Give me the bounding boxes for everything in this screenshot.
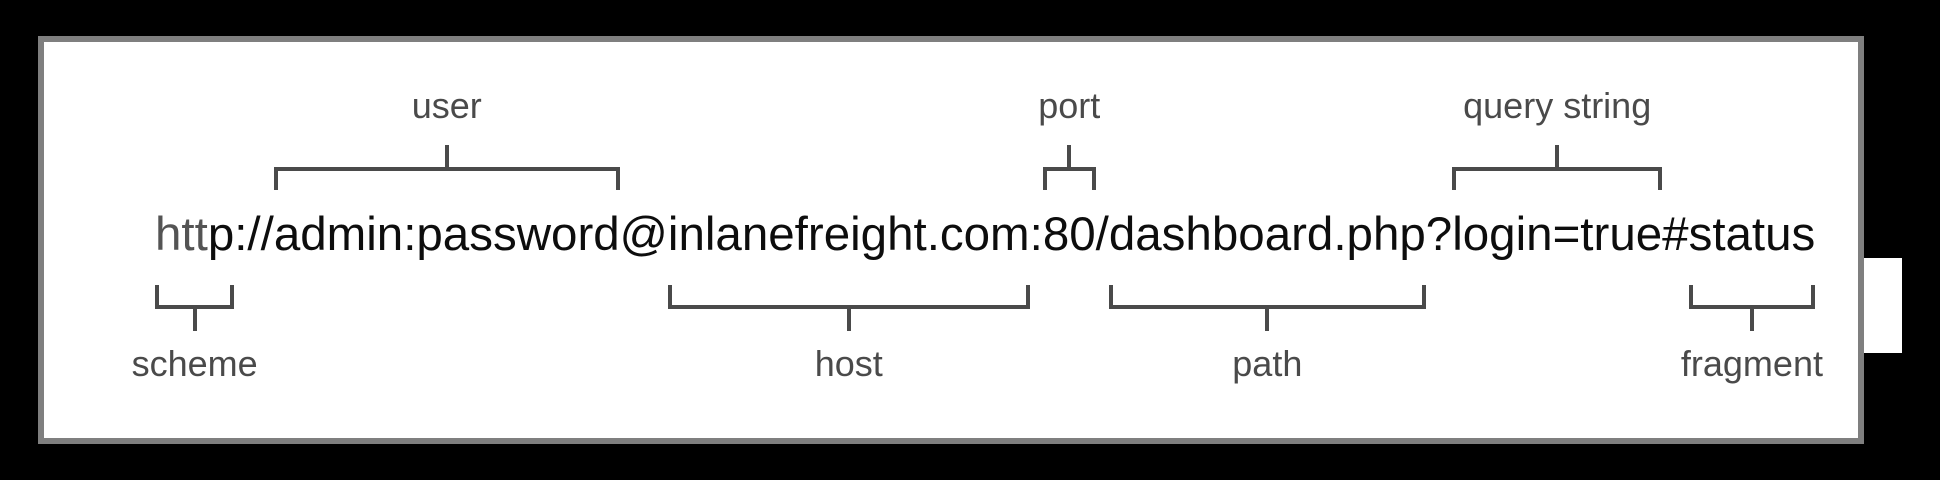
- url-main-part: p://admin:password@inlanefreight.com:80/…: [207, 208, 1816, 261]
- annotation-path-label: path: [1232, 343, 1303, 384]
- annotation-fragment: fragment: [1681, 285, 1823, 385]
- bracket-stem: [846, 309, 851, 331]
- bracket-scheme: [155, 285, 235, 309]
- annotation-query-string-label: query string: [1463, 85, 1652, 126]
- bracket-stem: [1265, 309, 1270, 331]
- bracket-host: [667, 285, 1030, 309]
- bracket-stem: [1067, 145, 1072, 168]
- url-text: http://admin:password@inlanefreight.com:…: [155, 211, 1815, 259]
- annotation-fragment-label: fragment: [1680, 343, 1823, 384]
- scrollbar-thumb[interactable]: [1864, 258, 1902, 353]
- annotation-path: path: [1108, 285, 1426, 385]
- bracket-query-string: [1452, 167, 1663, 190]
- annotation-user-label: user: [411, 85, 482, 126]
- annotation-query-string: query string: [1452, 85, 1663, 190]
- url-muted-prefix: htt: [155, 208, 208, 261]
- annotation-port-label: port: [1038, 85, 1101, 126]
- bracket-stem: [1555, 145, 1560, 168]
- bracket-stem: [192, 309, 197, 331]
- bracket-stem: [1749, 309, 1754, 331]
- annotation-user: user: [273, 85, 620, 190]
- bracket-user: [273, 167, 620, 190]
- bracket-path: [1108, 285, 1426, 309]
- annotation-port: port: [1038, 88, 1100, 190]
- bracket-fragment: [1688, 285, 1816, 309]
- annotation-scheme-label: scheme: [131, 343, 258, 384]
- annotation-host: host: [667, 285, 1030, 385]
- bracket-port: [1042, 167, 1096, 190]
- annotation-scheme: scheme: [132, 285, 258, 385]
- annotation-host-label: host: [814, 343, 883, 384]
- bracket-stem: [444, 145, 449, 168]
- url-diagram-card: [38, 36, 1864, 444]
